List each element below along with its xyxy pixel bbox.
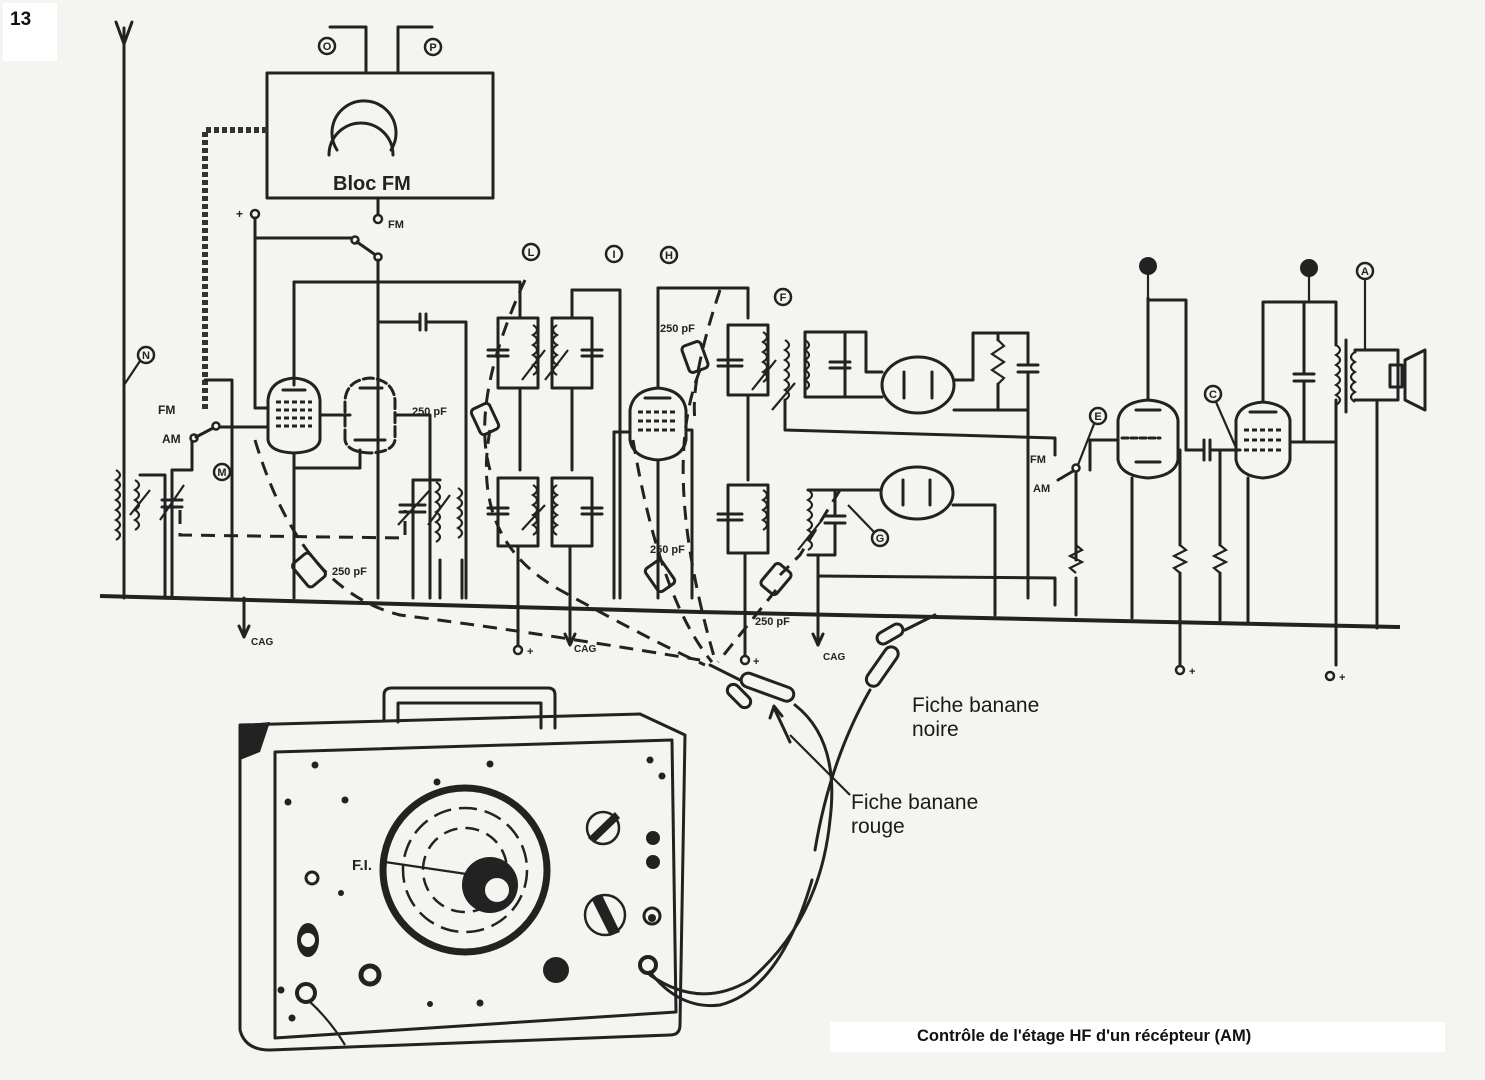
ground-bus: [99, 594, 1401, 629]
red-plug-callout-line-1: Fiche banane: [851, 791, 979, 814]
fm-block-label: Bloc FM: [333, 173, 411, 195]
detector-diodes: FM AM CAG CAG: [237, 330, 1057, 663]
antenna-icon: [114, 20, 134, 472]
test-point-J: [1300, 259, 1318, 302]
test-point-C: C: [1203, 384, 1239, 451]
svg-text:E: E: [1094, 411, 1101, 423]
svg-text:H: H: [665, 250, 673, 262]
fm-block: Bloc FM FM: [202, 25, 495, 410]
svg-text:P: P: [429, 42, 436, 54]
svg-text:N: N: [142, 350, 150, 362]
banana-plug-black: [813, 613, 937, 852]
red-plug-callout: Fiche banane rouge: [851, 791, 978, 839]
agc-label-2: CAG: [823, 652, 845, 663]
signal-generator: F.I.: [238, 686, 814, 1052]
fm-switch-label: FM: [158, 403, 175, 417]
input-stage: FM AM: [113, 378, 407, 600]
svg-text:G: G: [876, 533, 885, 545]
probe-capacitor-2: 250 pF: [412, 401, 501, 437]
test-point-L: L: [521, 242, 541, 262]
test-point-H: H: [659, 245, 679, 265]
capacitor-label: 250 pF: [650, 544, 685, 556]
svg-text:FM: FM: [1030, 454, 1046, 466]
svg-text:+: +: [236, 207, 243, 221]
if-amp-tube: +: [612, 286, 777, 668]
test-point-I: I: [604, 244, 624, 264]
audio-stages: + +: [1056, 296, 1427, 684]
probe-capacitor-1: 250 pF: [291, 551, 367, 589]
test-point-O: O: [317, 36, 337, 56]
page-number: 13: [3, 3, 57, 61]
red-plug-callout-line-2: rouge: [851, 815, 905, 838]
banana-plug-red: [648, 663, 851, 996]
test-point-E: E: [1074, 406, 1108, 471]
svg-text:+: +: [753, 656, 759, 668]
test-point-F: F: [773, 287, 793, 307]
probe-capacitor-3: 250 pF: [660, 323, 710, 374]
agc-label-0: CAG: [251, 637, 273, 648]
svg-text:AM: AM: [1033, 483, 1050, 495]
test-point-N: N: [123, 345, 156, 386]
capacitor-label: 250 pF: [412, 406, 447, 418]
if-transformer-1: + CAG: [486, 288, 622, 658]
am-switch-label: AM: [162, 432, 181, 446]
capacitor-label: 250 pF: [755, 616, 790, 628]
svg-text:F: F: [780, 292, 787, 304]
toggle-switch: [642, 906, 662, 926]
probe-leads-dashed: [253, 279, 842, 667]
test-point-G: G: [847, 504, 890, 548]
test-point-A: A: [1355, 261, 1375, 350]
attenuator-knob: [583, 893, 627, 937]
probe-capacitor-4: 250 pF: [643, 544, 685, 594]
figure-caption: Contrôle de l'étage HF d'un récépteur (A…: [917, 1027, 1252, 1045]
test-point-M: M: [212, 462, 232, 482]
svg-text:I: I: [612, 249, 615, 261]
test-point-K: [1139, 257, 1157, 298]
black-plug-callout: Fiche banane noire: [912, 694, 1039, 742]
dial-marker-label: F.I.: [352, 857, 372, 874]
agc-label-1: CAG: [574, 644, 596, 655]
svg-text:+: +: [527, 646, 533, 658]
svg-text:M: M: [217, 467, 226, 479]
svg-text:+: +: [1339, 672, 1345, 684]
svg-text:+: +: [1189, 666, 1195, 678]
converter-tubes: +: [236, 207, 522, 600]
fm-output-label: FM: [388, 219, 404, 231]
capacitor-label: 250 pF: [660, 323, 695, 335]
capacitor-label: 250 pF: [332, 566, 367, 578]
svg-text:C: C: [1209, 389, 1217, 401]
black-plug-callout-line-2: noire: [912, 718, 959, 741]
shielded-cable: [202, 127, 267, 410]
range-selector-knob: [585, 810, 621, 846]
black-plug-callout-line-1: Fiche banane: [912, 694, 1040, 717]
svg-text:A: A: [1361, 266, 1369, 278]
test-point-P: P: [423, 37, 443, 57]
caption-background: [830, 1022, 1445, 1052]
svg-text:L: L: [528, 247, 535, 259]
svg-text:O: O: [323, 41, 332, 53]
